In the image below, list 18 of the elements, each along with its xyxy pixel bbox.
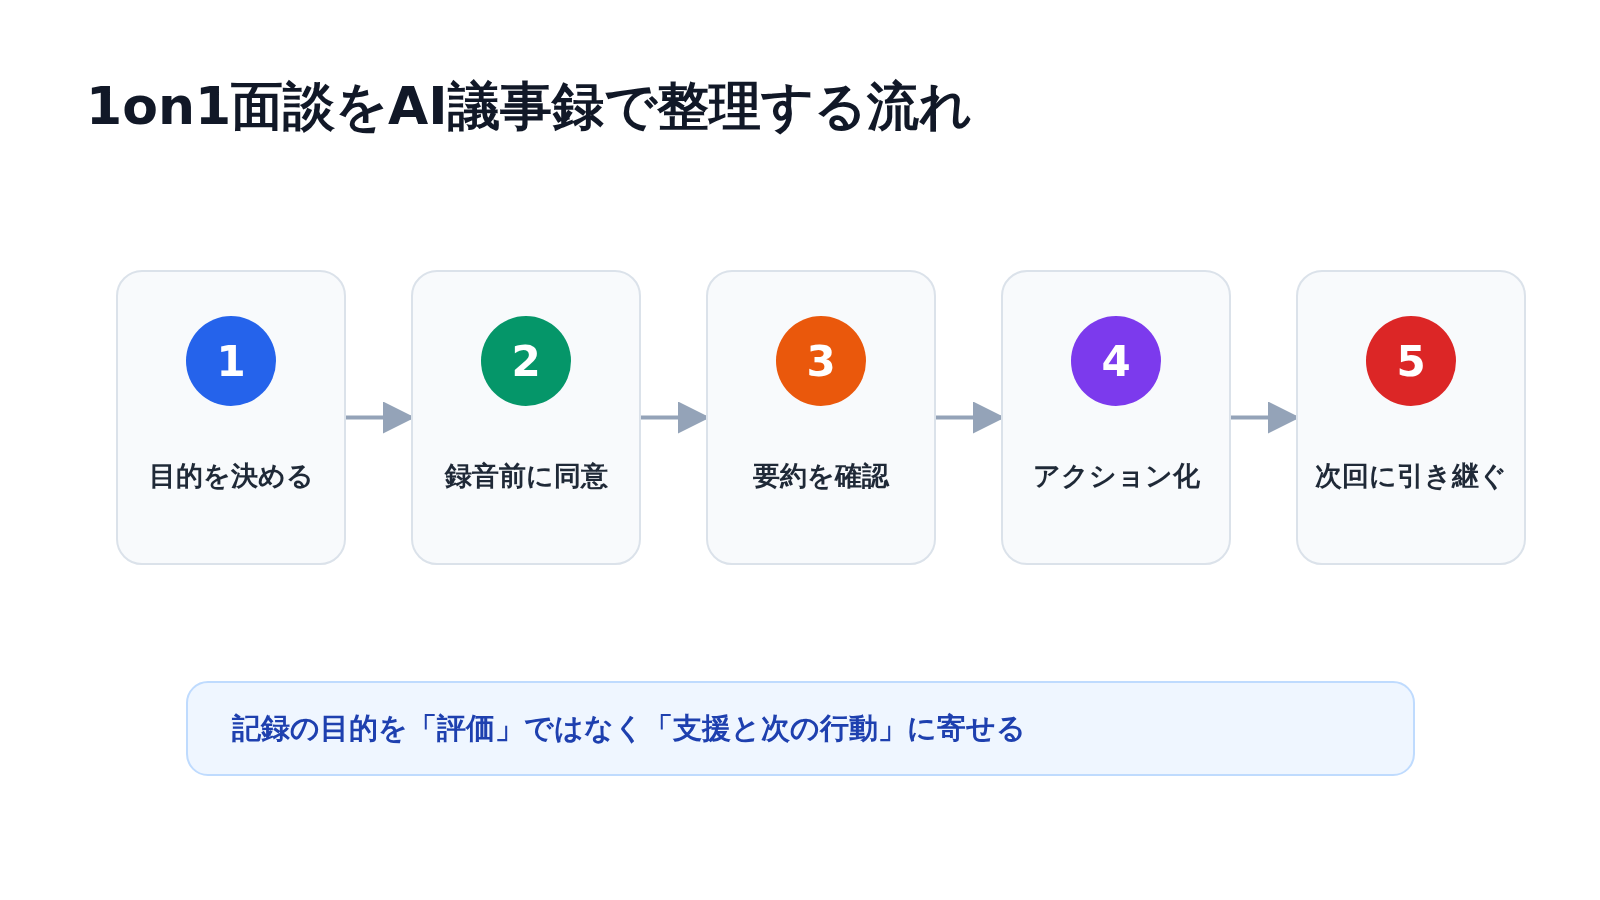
step-label: 次回に引き継ぐ <box>1315 459 1507 493</box>
step-label: 目的を決める <box>148 459 314 493</box>
step-number: 3 <box>776 316 866 406</box>
step-number: 4 <box>1071 316 1161 406</box>
step-card <box>1001 270 1231 565</box>
step-label: アクション化 <box>1032 459 1200 493</box>
step-number: 2 <box>481 316 571 406</box>
step-card <box>411 270 641 565</box>
step-card <box>116 270 346 565</box>
step-label: 要約を確認 <box>753 459 889 493</box>
step-card <box>1296 270 1526 565</box>
note-box <box>186 681 1415 776</box>
step-number: 5 <box>1366 316 1456 406</box>
step-label: 録音前に同意 <box>444 459 608 493</box>
note-text: 記録の目的を「評価」ではなく「支援と次の行動」に寄せる <box>232 709 1026 747</box>
step-number: 1 <box>186 316 276 406</box>
step-card <box>706 270 936 565</box>
title: 1on1面談をAI議事録で整理する流れ <box>86 75 972 138</box>
